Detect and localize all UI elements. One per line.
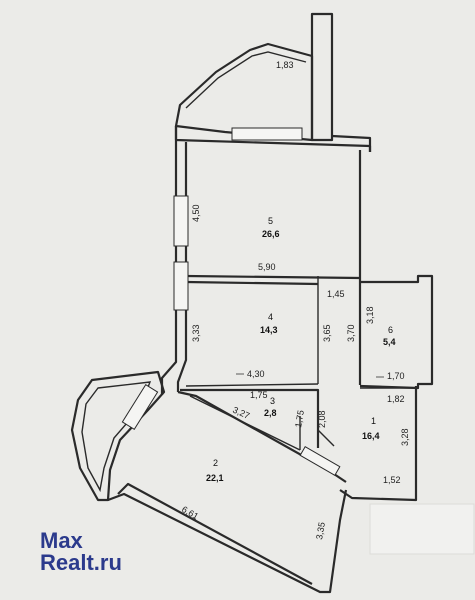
window-room4 [173,261,189,311]
room-1-area: 16,4 [362,431,380,441]
dim-room1-left: 2,08 [317,410,327,428]
room-6-area: 5,4 [383,337,396,347]
dim-balcony-top: 1,83 [276,60,294,70]
room-4-number: 4 [268,312,273,322]
logo-line-1: Max [40,528,84,553]
dimension-ticks [236,373,384,378]
window-room2 [121,383,159,431]
maxrealt-logo: Max Realt.ru [40,528,122,575]
room-1-number: 1 [371,416,376,426]
room-6-number: 6 [388,325,393,335]
dim-room6-left: 3,18 [365,306,375,324]
dim-room2-right: 3,35 [314,521,327,540]
dim-room1-right: 3,28 [400,428,410,446]
room-2-number: 2 [213,458,218,468]
room-4-area: 14,3 [260,325,278,335]
dim-room6-bottom: 1,70 [387,371,405,381]
exterior-walls [70,12,434,594]
dim-hall-right: 3,70 [346,324,356,342]
room-labels: 5 26,6 4 14,3 6 5,4 3 2,8 1 16,4 2 22,1 [206,216,396,483]
room-5-area: 26,6 [262,229,280,239]
dim-room3-right: 1,75 [293,409,306,428]
windows [121,127,341,477]
dim-room3-top: 1,75 [250,390,268,400]
dim-room4-bottom: 4,30 [247,369,265,379]
dim-room4-left: 3,33 [191,324,201,342]
room-5-number: 5 [268,216,273,226]
logo-line-2: Realt.ru [40,550,122,575]
interior-walls [180,274,416,451]
window-room2-right [299,445,341,477]
dim-corridor-top: 1,45 [327,289,345,299]
room-3-area: 2,8 [264,408,277,418]
stamp-area [369,503,475,555]
room-3-number: 3 [270,396,275,406]
dim-room5-left: 4,50 [191,204,201,222]
dim-room1-top: 1,82 [387,394,405,404]
dim-room1-bottom: 1,52 [383,475,401,485]
room-2-area: 22,1 [206,473,224,483]
window-room5 [173,195,189,247]
window-top [231,127,303,141]
dim-room5-bottom: 5,90 [258,262,276,272]
dim-room4-right: 3,65 [322,324,332,342]
